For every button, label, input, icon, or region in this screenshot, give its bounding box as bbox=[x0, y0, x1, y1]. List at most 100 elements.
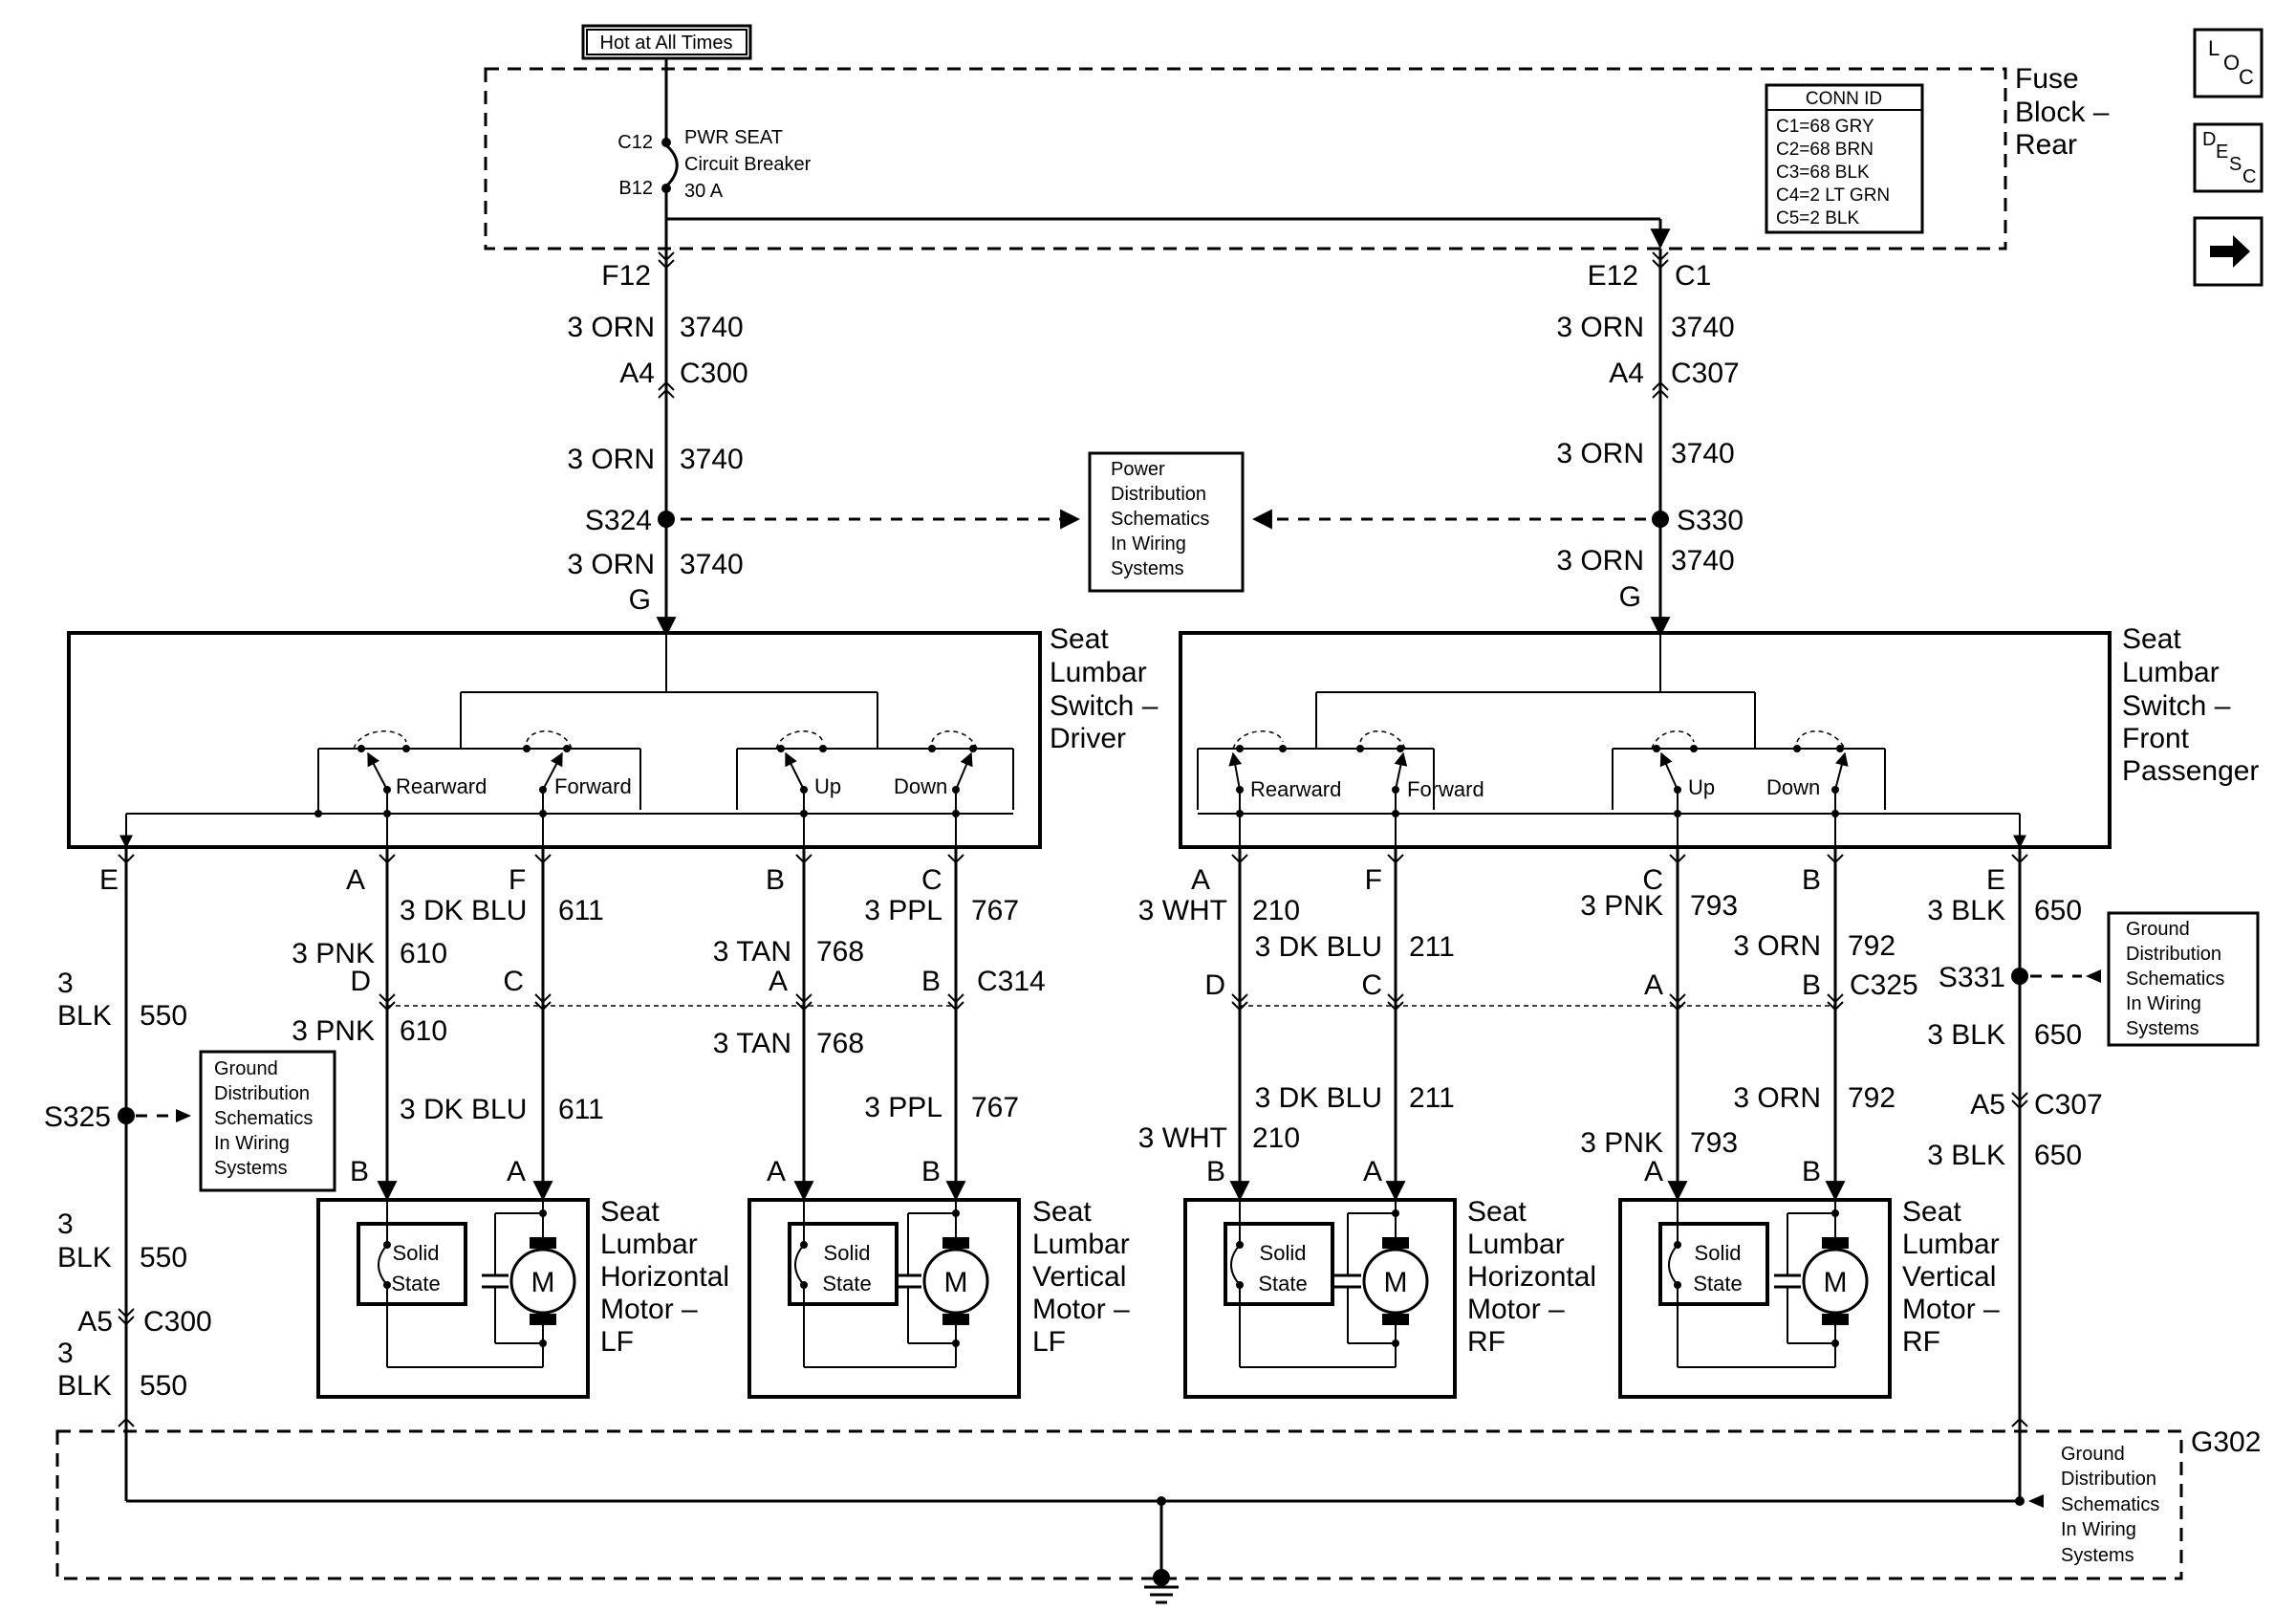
right-wire3: 3 ORN bbox=[1556, 545, 1644, 577]
pass-switch-title-3: Switch – bbox=[2122, 690, 2231, 722]
rw-e-circ3: 650 bbox=[2034, 1140, 2082, 1171]
lw-e-wire2-a: 3 bbox=[57, 1208, 74, 1240]
s325-ref-2: Distribution bbox=[214, 1083, 310, 1104]
desc-e: E bbox=[2216, 142, 2228, 163]
fuse-block-rear: Fuse Block – Rear bbox=[484, 63, 2110, 250]
desc-button[interactable]: D E S C bbox=[2193, 122, 2264, 193]
s331-ref-3: Schematics bbox=[2126, 969, 2224, 990]
pass-switch-title-4: Front bbox=[2122, 723, 2190, 754]
lw-c-circ: 767 bbox=[971, 895, 1019, 926]
rw-e-circ2: 650 bbox=[2034, 1019, 2082, 1051]
right-wire1: 3 ORN bbox=[1556, 312, 1644, 343]
driver-harness: E A F B C 3 BLK 550 S325 3 BLK 550 A5 C3… bbox=[44, 847, 1046, 1427]
breaker-line-1: PWR SEAT bbox=[684, 127, 783, 148]
lw-b-pin: B bbox=[766, 864, 785, 896]
hot-at-all-times-text: Hot at All Times bbox=[600, 33, 733, 54]
breaker-line-2: Circuit Breaker bbox=[684, 154, 812, 175]
lw-wire-b bbox=[793, 847, 814, 1202]
solid-state-box bbox=[788, 1222, 899, 1306]
motor-m-label: M bbox=[1824, 1267, 1848, 1298]
solid-state-box bbox=[357, 1222, 467, 1306]
driver-switch-title-4: Driver bbox=[1050, 723, 1126, 754]
lw-b-wire2: 3 TAN bbox=[713, 1028, 791, 1059]
lw-e-pin: E bbox=[99, 864, 119, 896]
lw-motor-pin-1: B bbox=[350, 1156, 369, 1187]
lw-wire-a bbox=[377, 847, 398, 1202]
left-switch-pin: G bbox=[629, 584, 651, 616]
motor-m-label: M bbox=[531, 1267, 555, 1298]
fuse-block-title-2: Block – bbox=[2015, 97, 2110, 128]
s331-ref-5: Systems bbox=[2126, 1018, 2199, 1039]
left-wire2: 3 ORN bbox=[567, 444, 655, 475]
motor-title-5: RF bbox=[1467, 1326, 1505, 1358]
rw-motor-pin-1: B bbox=[1206, 1156, 1225, 1187]
rw-motor-pin-2: A bbox=[1363, 1156, 1382, 1187]
right-splice-label: S330 bbox=[1677, 505, 1744, 536]
next-button[interactable] bbox=[2193, 216, 2264, 287]
left-pin-top: F12 bbox=[601, 260, 651, 292]
right-circ1: 3740 bbox=[1671, 312, 1735, 343]
g302-ref-2: Distribution bbox=[2061, 1469, 2156, 1490]
conn-id-header: CONN ID bbox=[1806, 89, 1882, 109]
motor-icon bbox=[922, 1248, 989, 1315]
lw-a-pin: A bbox=[346, 864, 365, 896]
motor-title-4: Motor – bbox=[1032, 1294, 1130, 1325]
rw-c325-pin-b: B bbox=[1802, 969, 1821, 1001]
rw-a-wire: 3 WHT bbox=[1138, 895, 1227, 926]
motor-title-3: Vertical bbox=[1032, 1261, 1126, 1293]
lw-motor-pin-2: A bbox=[507, 1156, 526, 1187]
conn-id-row-3: C3=68 BLK bbox=[1776, 163, 1870, 183]
power-distribution-ref: Power Distribution Schematics In Wiring … bbox=[681, 451, 1646, 593]
power-ref-1: Power bbox=[1111, 459, 1165, 480]
solid-state-label-1: Solid bbox=[393, 1241, 440, 1265]
lw-a-wire2: 3 PNK bbox=[292, 1015, 375, 1047]
conn-id-row-2: C2=68 BRN bbox=[1776, 140, 1874, 160]
lw-motor-pin-3: A bbox=[767, 1156, 786, 1187]
seat-lumbar-switch-passenger: Seat Lumbar Switch – Front Passenger Rea… bbox=[1179, 623, 2259, 849]
driver-switch-title-1: Seat bbox=[1050, 623, 1109, 655]
motor-m-label: M bbox=[1384, 1267, 1408, 1298]
loc-button[interactable]: L O C bbox=[2193, 28, 2264, 98]
solid-state-label-1: Solid bbox=[1695, 1241, 1742, 1265]
power-ref-5: Systems bbox=[1111, 558, 1184, 579]
lw-e-circ2: 550 bbox=[140, 1242, 187, 1274]
motor-title-5: RF bbox=[1902, 1326, 1940, 1358]
rw-b-circ: 792 bbox=[1848, 930, 1895, 962]
lw-c314-pin-c: C bbox=[503, 966, 524, 997]
lw-a-circ: 610 bbox=[400, 938, 447, 969]
motor-icon bbox=[1802, 1248, 1869, 1315]
driver-label-rearward: Rearward bbox=[396, 774, 487, 798]
lw-e-wire2-b: BLK bbox=[57, 1242, 112, 1274]
rw-c-wire: 3 PNK bbox=[1580, 890, 1663, 922]
rw-wire-e bbox=[2011, 847, 2028, 1427]
pass-label-down: Down bbox=[1766, 775, 1820, 799]
lw-a-circ2: 610 bbox=[400, 1015, 447, 1047]
right-wire2: 3 ORN bbox=[1556, 438, 1644, 469]
solid-state-label-2: State bbox=[1693, 1272, 1742, 1295]
right-conn-pin: A4 bbox=[1609, 358, 1644, 389]
s331-ref-2: Distribution bbox=[2126, 944, 2221, 965]
motor-title-1: Seat bbox=[1467, 1196, 1527, 1228]
desc-c: C bbox=[2242, 166, 2256, 187]
loc-o: O bbox=[2223, 51, 2240, 75]
driver-feed-wire: F12 3 ORN 3740 A4 C300 3 ORN 3740 S324 3… bbox=[567, 249, 748, 638]
desc-s: S bbox=[2229, 154, 2242, 175]
lw-e-wire-a: 3 bbox=[57, 968, 74, 999]
lw-wire-f bbox=[532, 847, 553, 1202]
power-ref-2: Distribution bbox=[1111, 484, 1206, 505]
loc-l: L bbox=[2208, 36, 2220, 60]
rw-f-wire2: 3 DK BLU bbox=[1255, 1082, 1382, 1114]
rw-e-wire3: 3 BLK bbox=[1927, 1140, 2005, 1171]
rw-b-wire: 3 ORN bbox=[1733, 930, 1821, 962]
motor-icon bbox=[509, 1248, 576, 1315]
rw-c-pin: C bbox=[1642, 864, 1663, 896]
s325-ref-5: Systems bbox=[214, 1158, 288, 1179]
g302-ref-1: Ground bbox=[2061, 1444, 2125, 1465]
lw-f-circ: 611 bbox=[558, 895, 604, 926]
pass-switch-title-5: Passenger bbox=[2122, 755, 2259, 787]
rw-a-circ2: 210 bbox=[1252, 1122, 1300, 1154]
motor-icon bbox=[1362, 1248, 1429, 1315]
